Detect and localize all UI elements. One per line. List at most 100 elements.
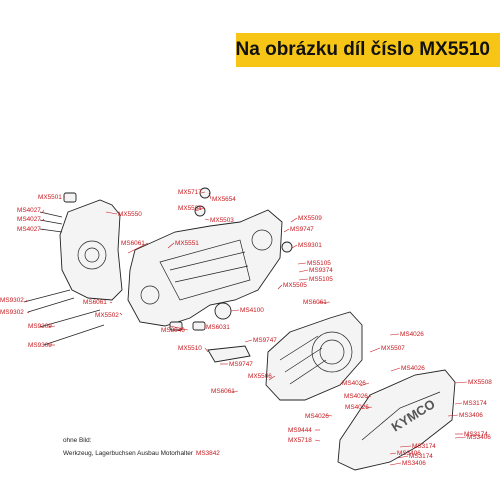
right-case-bearing-seat: [251, 229, 273, 251]
leader-line: [47, 325, 56, 328]
leader-line: [109, 301, 113, 304]
part-label-mx5502: MX5502: [95, 312, 119, 319]
part-label-ms9444: MS9444: [288, 427, 312, 434]
part-label-ms4027: MS4027: [17, 207, 41, 214]
leader-line: [447, 414, 459, 417]
part-label-mx5508: MX5508: [468, 379, 492, 386]
case-rib: [169, 251, 246, 271]
stud-bolt: [39, 211, 63, 218]
part-label-mx5505: MX5505: [283, 282, 307, 289]
leader-line: [200, 191, 206, 194]
part-label-ms3174: MS3174: [464, 431, 488, 438]
stud-bolt: [39, 219, 63, 225]
part-label-ms9302: MS9302: [0, 309, 24, 316]
part-label-ms6061: MS6061: [303, 299, 327, 306]
leader-line: [208, 192, 212, 200]
stud-bolt: [27, 297, 75, 313]
leader-line: [290, 217, 298, 223]
stud-bolt: [43, 324, 105, 346]
part-label-ms3406: MS3406: [467, 434, 491, 441]
leader-line: [397, 455, 409, 459]
bushing-part: [192, 321, 206, 331]
leader-line: [298, 278, 309, 281]
part-label-ms6061: MS6061: [121, 240, 145, 247]
stud-bolt: [39, 309, 101, 328]
part-label-ms4027: MS4027: [17, 216, 41, 223]
part-label-mx5550: MX5550: [118, 211, 142, 218]
inner-transmission-cover: [265, 311, 363, 401]
part-label-ms4026: MS4026: [400, 331, 424, 338]
outer-transmission-cover: [337, 369, 456, 471]
leader-line: [230, 390, 239, 393]
cover-drum: [311, 331, 353, 373]
leader-line: [389, 462, 402, 466]
part-label-mx5501: MX5501: [38, 194, 62, 201]
bracket-mx5510: [207, 345, 251, 363]
leader-line: [119, 312, 123, 316]
part-label-mx5718: MX5718: [288, 437, 312, 444]
leader-line: [204, 347, 209, 353]
left-case-bearing-seat: [77, 240, 107, 270]
leader-line: [389, 333, 400, 336]
leader-line: [169, 325, 189, 331]
part-label-ms9302: MS9302: [0, 297, 24, 304]
part-label-ms9301: MS9301: [298, 242, 322, 249]
left-crankcase-half: [59, 199, 123, 301]
bearing-part: [199, 187, 211, 199]
leader-line: [325, 414, 333, 417]
part-label-ms3174: MS3174: [412, 443, 436, 450]
part-number-banner: Na obrázku díl číslo MX5510: [236, 33, 500, 67]
banner-text: Na obrázku díl číslo MX5510: [235, 39, 490, 60]
part-label-ms9747: MS9747: [229, 361, 253, 368]
leader-line: [317, 301, 331, 304]
part-label-ms5105: MS5105: [307, 260, 331, 267]
part-label-ms3406: MS3406: [397, 450, 421, 457]
right-crankcase-half: [127, 209, 283, 327]
part-label-ms4026: MS4026: [344, 393, 368, 400]
part-label-mx5503: MX5503: [210, 217, 234, 224]
part-label-mx5509: MX5509: [298, 215, 322, 222]
part-label-ms4026: MS4026: [401, 365, 425, 372]
part-label-ms3174: MS3174: [463, 400, 487, 407]
leader-line: [454, 402, 463, 405]
part-label-ms3174: MS3174: [409, 453, 433, 460]
cover-drum-inner: [319, 339, 345, 365]
leader-line: [127, 242, 149, 254]
leader-line: [277, 284, 283, 290]
part-label-ms9374: MS9374: [309, 267, 333, 274]
part-label-mx5504: MX5504: [178, 205, 202, 212]
leader-line: [389, 452, 397, 455]
leader-line: [369, 347, 381, 353]
leader-line: [105, 211, 118, 215]
leader-line: [230, 309, 240, 312]
leader-line: [454, 436, 467, 439]
leader-line: [41, 228, 45, 231]
leader-line: [167, 242, 175, 249]
part-label-mx5506: MX5506: [248, 373, 272, 380]
part-label-ms4027: MS4027: [17, 226, 41, 233]
part-label-mx5654: MX5654: [212, 196, 236, 203]
leader-line: [268, 375, 276, 381]
part-label-ms5105: MS5105: [309, 276, 333, 283]
leader-line: [244, 339, 253, 343]
part-label-ms9747: MS9747: [253, 337, 277, 344]
bushing-part: [63, 192, 77, 203]
leader-line: [194, 207, 206, 212]
leader-line: [365, 395, 372, 399]
leader-line: [41, 218, 45, 222]
note-code: MS3842: [196, 450, 220, 457]
case-ribbing: [159, 239, 251, 301]
leader-line: [283, 228, 290, 233]
part-label-ms8046: MS8046: [161, 327, 185, 334]
cover-crease: [361, 391, 441, 441]
leader-line: [25, 299, 28, 303]
part-label-mx5507: MX5507: [381, 345, 405, 352]
part-label-ms3406: MS3406: [459, 412, 483, 419]
part-label-ms9747: MS9747: [290, 226, 314, 233]
leader-line: [365, 406, 373, 409]
leader-line: [390, 367, 401, 372]
leader-line: [399, 445, 412, 448]
leader-line: [291, 244, 298, 249]
oil-seal-part: [214, 302, 232, 320]
part-label-ms6061: MS6061: [83, 299, 107, 306]
